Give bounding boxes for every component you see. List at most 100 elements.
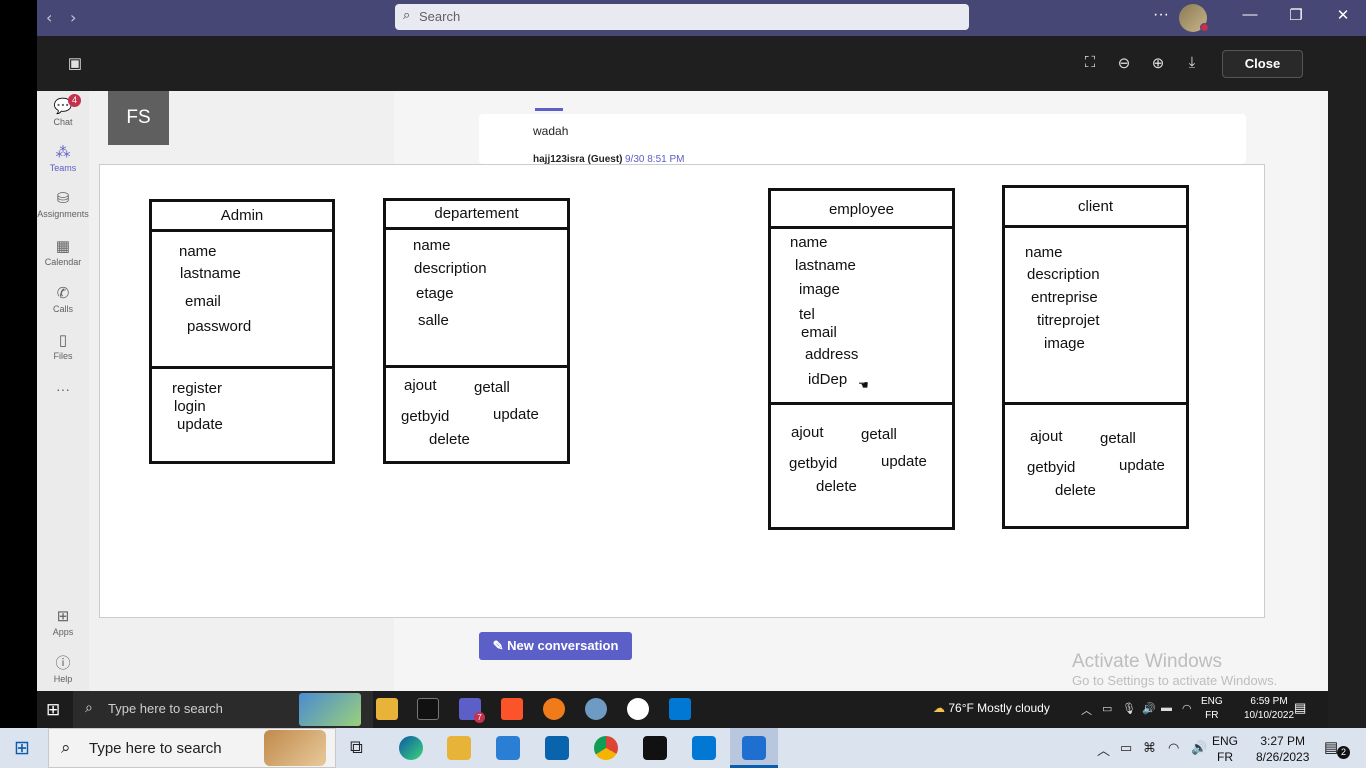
meet-now-icon[interactable]: ▭ [1102, 703, 1113, 715]
rail-item-more[interactable]: ··· [56, 381, 70, 397]
attribute: email [185, 293, 221, 310]
rail-item-chat[interactable]: 💬 4 Chat [37, 94, 89, 127]
zoom-out-icon[interactable]: ⊖ [1117, 55, 1131, 72]
new-conversation-label: New conversation [507, 638, 619, 653]
method: ajout [404, 377, 437, 394]
notifications-icon[interactable]: ▤ [1294, 700, 1307, 715]
avatar[interactable] [1179, 4, 1209, 32]
tray-chevron-icon[interactable]: ︿ [1097, 743, 1111, 758]
class-box-departement: departement name description etage salle… [383, 198, 570, 464]
help-icon: ⓘ [55, 655, 71, 672]
fit-to-screen-icon[interactable]: ⛶ [1084, 54, 1096, 71]
tray-chevron-icon[interactable]: ︿ [1081, 705, 1092, 717]
language-indicator[interactable]: ENG FR [1201, 695, 1223, 723]
battery-icon[interactable]: ▬ [1161, 702, 1172, 714]
teams-badge: 7 [474, 712, 485, 723]
image-viewer-toolbar: ▣ ⛶ ⊖ ⊕ ⤓ Close [37, 36, 1328, 91]
restore-icon[interactable]: ❐ [1289, 7, 1303, 24]
attribute: lastname [795, 257, 856, 274]
lang-top: ENG [1212, 734, 1239, 748]
class-box-client: client name description entreprise titre… [1002, 185, 1189, 529]
mail-icon[interactable] [545, 736, 569, 760]
wifi-icon[interactable]: ◠ [1168, 740, 1180, 755]
more-options-icon[interactable]: ··· [1153, 6, 1169, 23]
attribute: description [414, 260, 487, 277]
attribute: image [1044, 335, 1085, 352]
attribute: description [1027, 266, 1100, 283]
vscode-icon[interactable] [692, 736, 716, 760]
attribute: etage [416, 285, 454, 302]
app-icon[interactable] [585, 698, 607, 720]
close-viewer-button[interactable]: Close [1222, 50, 1303, 78]
back-arrow-icon[interactable]: ‹ [46, 8, 53, 27]
attribute: salle [418, 312, 449, 329]
task-view-icon[interactable]: ⧉ [350, 737, 363, 757]
team-avatar[interactable]: FS [108, 91, 169, 145]
clock[interactable]: 3:27 PM 8/26/2023 [1256, 733, 1309, 765]
store-icon[interactable] [496, 736, 520, 760]
terminal-icon[interactable] [417, 698, 439, 720]
weather-text: 76°F Mostly cloudy [948, 701, 1050, 715]
meet-now-icon[interactable]: ▭ [1120, 740, 1133, 755]
rail-label: Calendar [44, 257, 82, 267]
rail-label: Teams [49, 163, 77, 173]
attribute: image [799, 281, 840, 298]
weather-widget[interactable]: ☁ 76°F Mostly cloudy [933, 701, 1050, 715]
brave-icon[interactable] [501, 698, 523, 720]
rail-item-teams[interactable]: ⁂ Teams [37, 143, 89, 173]
teams-taskbar-icon[interactable]: 7 [459, 698, 485, 723]
class-name: employee [771, 191, 952, 229]
clock-date: 8/26/2023 [1256, 750, 1310, 764]
taskbar: ⊞ ⌕ Type here to search ⧉ ︿ ▭ ⌘ ◠ 🔊 ENG … [0, 728, 1366, 768]
search-highlight-image [264, 730, 326, 766]
method: update [177, 416, 223, 433]
rail-item-files[interactable]: ▯ Files [37, 331, 89, 361]
clock-date: 10/10/2022 [1244, 710, 1295, 721]
chat-badge: 4 [68, 94, 81, 107]
rail-item-calls[interactable]: ✆ Calls [37, 284, 89, 314]
chrome-icon[interactable] [594, 736, 618, 760]
clock-time: 3:27 PM [1260, 734, 1306, 748]
method: delete [1055, 482, 1096, 499]
vscode-icon[interactable] [669, 698, 691, 720]
volume-icon[interactable]: 🔊 [1191, 740, 1208, 755]
windows-start-icon[interactable]: ⊞ [46, 700, 61, 719]
rail-item-help[interactable]: ⓘ Help [37, 654, 89, 684]
rail-label: Chat [53, 117, 73, 127]
message-text: wadah [533, 124, 569, 138]
active-app-highlight[interactable] [730, 728, 778, 768]
rail-item-assignments[interactable]: ⛁ Assignments [37, 189, 89, 219]
file-explorer-icon[interactable] [376, 698, 398, 720]
close-window-icon[interactable]: ✕ [1336, 7, 1350, 24]
microphone-app-icon[interactable] [543, 698, 565, 720]
rail-item-calendar[interactable]: ▦ Calendar [37, 237, 89, 267]
volume-icon[interactable]: 🔊 [1142, 703, 1156, 715]
notifications-icon[interactable]: ▤2 [1324, 738, 1350, 759]
minimize-icon[interactable]: — [1242, 6, 1258, 23]
zoom-in-icon[interactable]: ⊕ [1151, 55, 1165, 72]
wifi-icon[interactable]: ◠ [1182, 703, 1192, 715]
attribute: email [801, 324, 837, 341]
hand-cursor-icon: ☚ [858, 378, 869, 392]
inner-clock[interactable]: 6:59 PM 10/10/2022 [1244, 695, 1294, 723]
activate-title: Activate Windows [1072, 651, 1222, 672]
forward-arrow-icon[interactable]: › [70, 8, 77, 27]
lang-top: ENG [1201, 696, 1223, 707]
message-card[interactable]: wadah hajj123isra (Guest) 9/30 8:51 PM [479, 114, 1246, 165]
terminal-icon[interactable] [643, 736, 667, 760]
edge-icon[interactable] [399, 736, 423, 760]
search-input[interactable]: ⌕ Search [395, 4, 969, 30]
network-icon[interactable]: ⌘ [1143, 740, 1156, 755]
rail-item-apps[interactable]: ⊞ Apps [37, 607, 89, 637]
new-conversation-button[interactable]: ✎ New conversation [479, 632, 632, 660]
file-explorer-icon[interactable] [447, 736, 471, 760]
language-indicator[interactable]: ENG FR [1212, 733, 1238, 765]
teams-icon: ⁂ [55, 144, 71, 161]
file-icon: ▯ [58, 332, 68, 349]
microphone-icon[interactable]: 🎙 [1122, 703, 1136, 715]
download-icon[interactable]: ⤓ [1188, 54, 1196, 71]
windows-start-icon[interactable]: ⊞ [14, 738, 30, 759]
search-highlight-image [299, 693, 361, 726]
app-icon[interactable] [627, 698, 649, 720]
method: ajout [791, 424, 824, 441]
